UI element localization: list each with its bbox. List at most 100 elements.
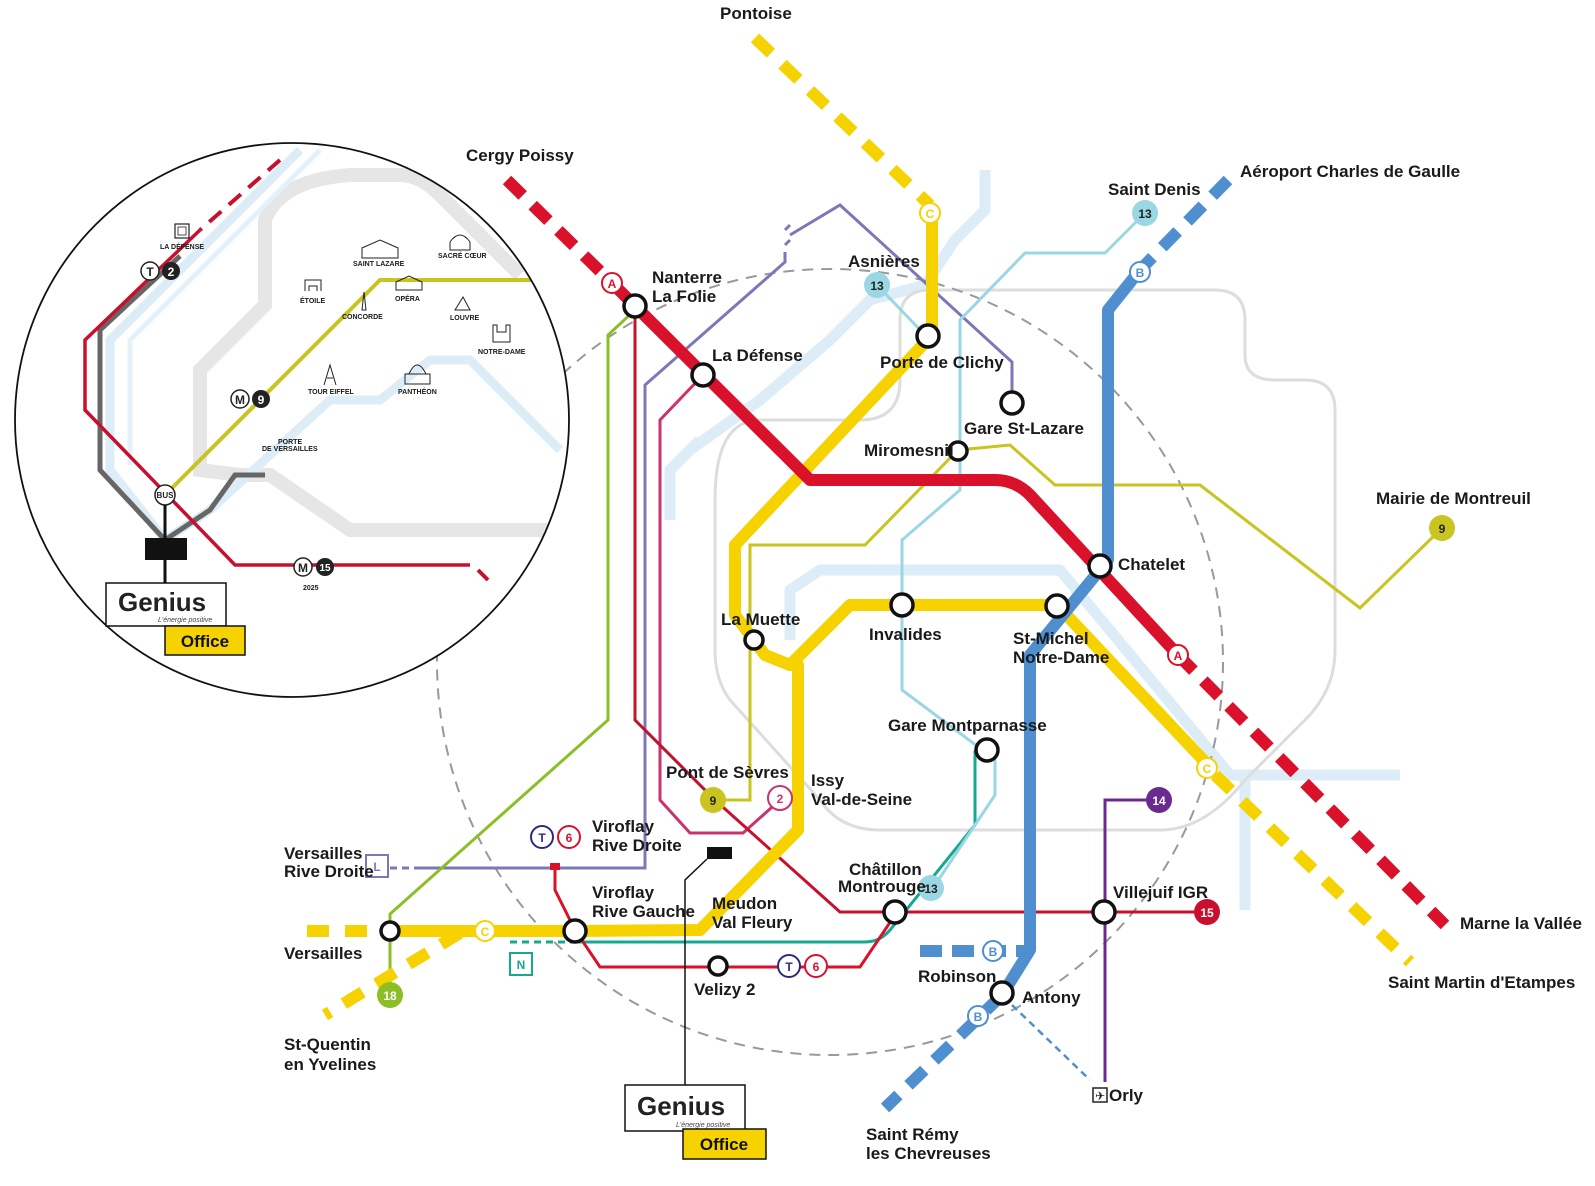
svg-text:13: 13	[1138, 207, 1152, 221]
label-saint-remy-2: les Chevreuses	[866, 1144, 991, 1163]
label-pontoise: Pontoise	[720, 4, 792, 23]
label-meudon-2: Val Fleury	[712, 913, 793, 932]
rer-a	[502, 175, 1450, 930]
label-issy-1: Issy	[811, 771, 845, 790]
inset-m15-badge: M 15 2025	[293, 557, 334, 592]
label-st-quentin-1: St-Quentin	[284, 1035, 371, 1054]
svg-text:2: 2	[777, 792, 784, 806]
rer-c	[305, 33, 1415, 1021]
station-chatelet[interactable]	[1087, 553, 1113, 579]
svg-text:✈: ✈	[1095, 1089, 1105, 1103]
label-invalides: Invalides	[869, 625, 942, 644]
label-st-quentin-2: en Yvelines	[284, 1055, 376, 1074]
svg-text:C: C	[1203, 762, 1212, 776]
svg-text:LOUVRE: LOUVRE	[450, 315, 480, 322]
svg-text:A: A	[1174, 649, 1183, 663]
station-villejuif[interactable]	[1091, 899, 1117, 925]
station-la-defense[interactable]	[690, 362, 716, 388]
station-porte-clichy[interactable]	[915, 323, 941, 349]
landmark-louvre: LOUVRE	[450, 295, 480, 322]
station-miromesnil[interactable]	[947, 440, 969, 462]
svg-text:6: 6	[813, 960, 820, 974]
badges: C C C A A B B B 13 13 13 9 9 2 14 15 18 …	[365, 200, 1455, 1027]
landmark-tour-eiffel: TOUR EIFFEL	[308, 363, 354, 396]
metro-13-badge: 13	[918, 875, 944, 901]
label-chatillon-2: Montrouge	[838, 877, 926, 896]
metro-9-badge: 9	[700, 787, 726, 813]
svg-text:C: C	[926, 207, 935, 221]
label-viroflay-rg-1: Viroflay	[592, 883, 655, 902]
inset-bus-badge: BUS	[154, 484, 176, 506]
landmark-saint-lazare: SAINT LAZARE	[353, 239, 405, 268]
landmark-concorde: CONCORDE	[342, 291, 383, 321]
label-la-muette: La Muette	[721, 610, 800, 629]
svg-text:CONCORDE: CONCORDE	[342, 314, 383, 321]
metro-9-badge: 9	[1429, 515, 1455, 541]
svg-text:T: T	[538, 831, 546, 845]
label-pont-sevres: Pont de Sèvres	[666, 763, 789, 782]
label-saint-remy-1: Saint Rémy	[866, 1125, 959, 1144]
label-saint-denis: Saint Denis	[1108, 180, 1201, 199]
station-st-michel[interactable]	[1044, 593, 1070, 619]
station-viroflay-rg[interactable]	[562, 918, 588, 944]
inset-year: 2025	[303, 585, 319, 592]
svg-text:L'énergie positive: L'énergie positive	[158, 617, 212, 624]
inset-map: LA DÉFENSE SAINT LAZARE SACRÉ CŒUR ÉTOIL…	[14, 142, 570, 698]
station-la-muette[interactable]	[743, 629, 765, 651]
station-invalides[interactable]	[889, 592, 915, 618]
station-antony[interactable]	[989, 980, 1015, 1006]
station-chatillon[interactable]	[882, 899, 908, 925]
label-saint-martin: Saint Martin d'Etampes	[1388, 973, 1575, 992]
label-la-defense: La Défense	[712, 346, 803, 365]
station-gare-st-lazare[interactable]	[999, 390, 1025, 416]
label-villejuif: Villejuif IGR	[1113, 883, 1208, 902]
svg-text:13: 13	[924, 882, 938, 896]
rer-b-badge: B	[1129, 261, 1151, 283]
airplane-icon: ✈	[1092, 1087, 1108, 1103]
svg-text:PORTE: PORTE	[278, 439, 302, 446]
svg-text:T: T	[785, 960, 793, 974]
rer-c-badge: C	[919, 202, 941, 224]
svg-text:9: 9	[710, 794, 717, 808]
svg-text:DE VERSAILLES: DE VERSAILLES	[262, 446, 318, 453]
office-marker[interactable]: Genius L'énergie positive Office	[624, 847, 767, 1160]
svg-text:Office: Office	[181, 632, 229, 651]
svg-text:M: M	[298, 561, 308, 575]
label-marne: Marne la Vallée	[1460, 914, 1582, 933]
tram-6-badge: 6	[557, 825, 581, 849]
label-viroflay-rd-2: Rive Droite	[592, 836, 682, 855]
svg-text:OPÉRA: OPÉRA	[395, 294, 420, 303]
landmark-pantheon: PANTHÉON	[398, 364, 437, 396]
label-miromesnil: Miromesnil	[864, 441, 954, 460]
landmark-notre-dame: NOTRE-DAME	[478, 324, 526, 356]
landmark-sacre-coeur: SACRÉ CŒUR	[438, 234, 487, 260]
station-velizy[interactable]	[707, 955, 729, 977]
line-n	[510, 750, 987, 944]
label-antony: Antony	[1022, 988, 1081, 1007]
label-mairie-montreuil: Mairie de Montreuil	[1376, 489, 1531, 508]
svg-text:18: 18	[383, 989, 397, 1003]
svg-text:Genius: Genius	[118, 587, 206, 617]
station-gare-montparnasse[interactable]	[974, 737, 1000, 763]
svg-text:B: B	[1136, 266, 1145, 280]
metro-14-badge: 14	[1146, 787, 1172, 813]
svg-text:N: N	[517, 958, 526, 972]
label-cdg: Aéroport Charles de Gaulle	[1240, 162, 1460, 181]
label-gare-montparnasse: Gare Montparnasse	[888, 716, 1047, 735]
brand-tagline: L'énergie positive	[676, 1122, 730, 1129]
tram-t-badge: T	[777, 954, 801, 978]
rer-c-badge: C	[1196, 757, 1218, 779]
rer-a-badge: A	[601, 272, 623, 294]
rer-b-badge: B	[967, 1005, 989, 1027]
svg-text:9: 9	[1439, 522, 1446, 536]
line-l-badge: L	[365, 854, 389, 878]
label-chatillon-1: Châtillon	[849, 860, 922, 879]
station-versailles[interactable]	[379, 920, 401, 942]
rer-a-badge: A	[1167, 644, 1189, 666]
seine	[664, 170, 1400, 910]
metro-13-badge: 13	[1132, 200, 1158, 226]
stations	[379, 293, 1117, 1006]
station-nanterre[interactable]	[622, 293, 648, 319]
label-st-michel-1: St-Michel	[1013, 629, 1089, 648]
